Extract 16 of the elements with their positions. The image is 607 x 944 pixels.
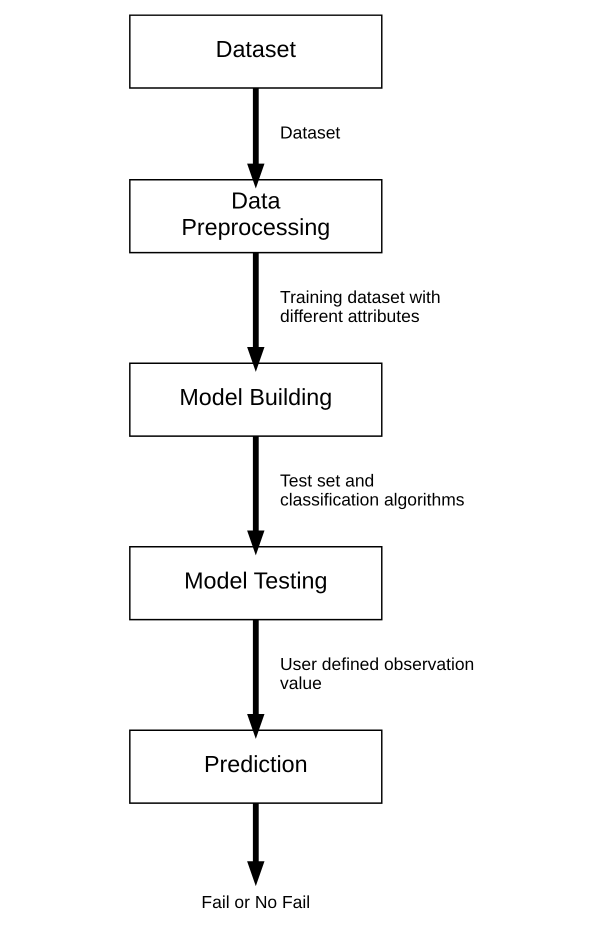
arrow <box>247 619 264 738</box>
arrow <box>247 802 264 886</box>
arrow <box>247 436 264 555</box>
node-box: Prediction <box>129 729 382 804</box>
node-box: Model Building <box>129 362 382 436</box>
node-box: Data Preprocessing <box>129 178 382 253</box>
edge-label: Test set and classification algorithms <box>280 470 465 509</box>
edge-label: Dataset <box>216 36 296 62</box>
node-box: Model Testing <box>129 546 382 620</box>
arrow <box>247 252 264 372</box>
node-box <box>129 14 382 88</box>
arrow <box>247 88 264 188</box>
edge-label: User defined observation value <box>280 653 474 692</box>
node-label: Dataset <box>280 122 340 142</box>
node-text: Fail or No Fail <box>201 892 310 912</box>
edge-label: Training dataset with different attributes <box>280 286 441 326</box>
